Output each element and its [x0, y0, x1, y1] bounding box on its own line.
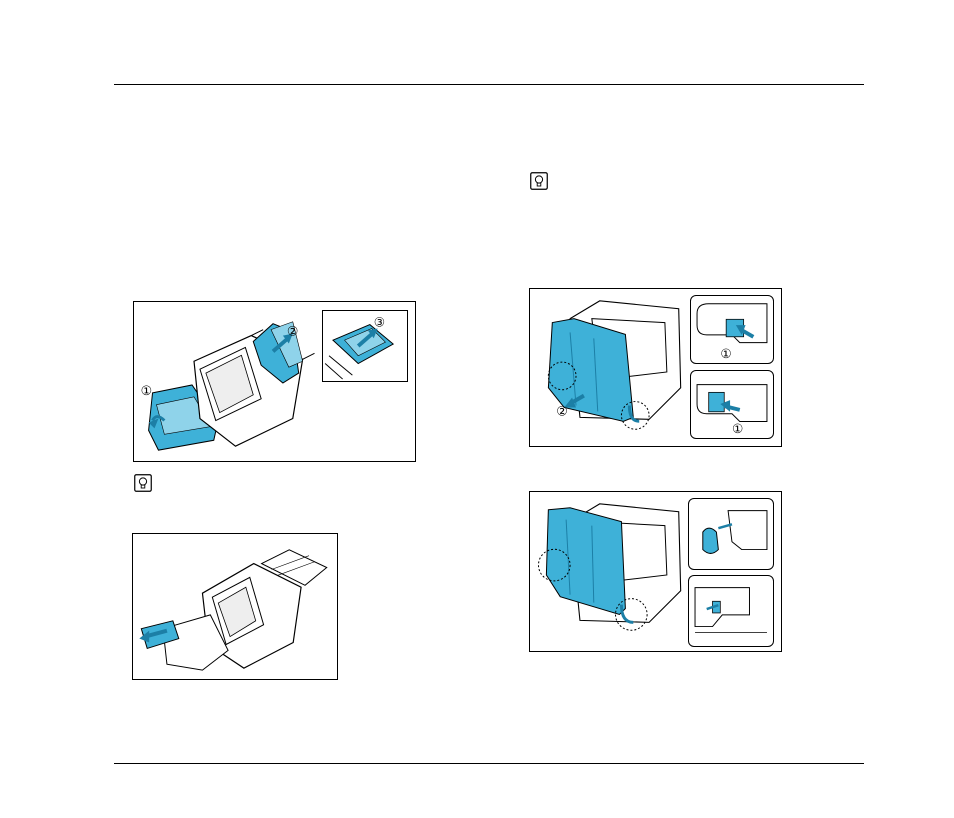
lightbulb-icon [134, 474, 152, 492]
marker-2: ② [287, 325, 299, 340]
scanner-extend-guide-illustration [133, 534, 337, 679]
feed-extension-illustration: ③ [323, 311, 407, 381]
hook-bottom-illustration [689, 576, 773, 646]
latch-bottom-illustration: ① [691, 371, 773, 438]
marker-1: ① [141, 384, 153, 399]
inset-release-top: ① [690, 295, 774, 364]
inset-release-bottom: ① [690, 370, 774, 439]
figure-extend-guide [132, 533, 338, 680]
figure-remove-cover: ② ① ① [529, 288, 782, 447]
footer-rule [114, 763, 864, 764]
figure-open-trays: ① ② ③ [133, 301, 416, 462]
figure-attach-cover [529, 491, 782, 652]
lightbulb-icon [530, 172, 548, 190]
hook-top-illustration [689, 499, 773, 569]
marker-1a: ① [720, 346, 731, 361]
marker-1b: ① [732, 421, 743, 436]
marker-3: ③ [374, 315, 385, 330]
marker-2: ② [556, 404, 568, 419]
inset-feed-extension: ③ [322, 310, 408, 382]
inset-hook-top [688, 498, 774, 570]
inset-hook-bottom [688, 575, 774, 647]
header-rule [114, 84, 864, 85]
latch-top-illustration: ① [691, 296, 773, 363]
